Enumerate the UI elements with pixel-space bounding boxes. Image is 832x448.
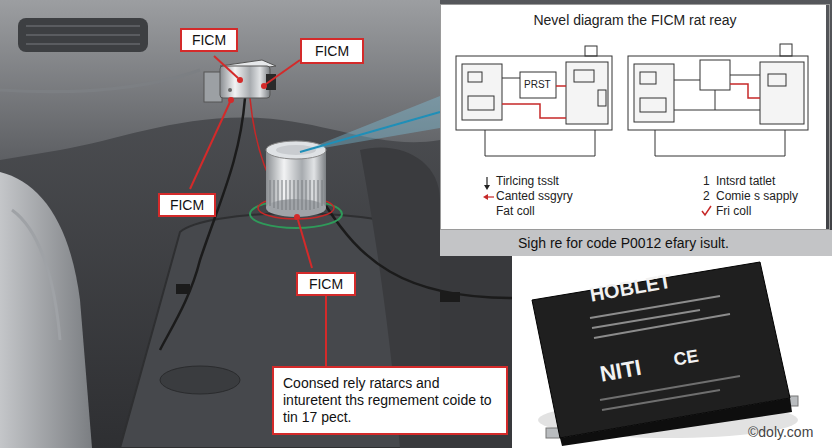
tag-text: FICM (192, 32, 226, 48)
schematic-left (468, 96, 494, 110)
interior-background (18, 18, 148, 52)
interior-background (26, 26, 140, 44)
part-label: PRST (524, 79, 551, 91)
callout-tag: FICM (180, 28, 238, 52)
wiring (440, 292, 460, 302)
schematic-right (640, 72, 656, 84)
legend-text: Canted ssgyry (496, 190, 573, 204)
schematic-left (502, 104, 566, 118)
schematic-right (768, 74, 786, 86)
relay-photo (512, 256, 832, 448)
callout-number: 2 (703, 190, 710, 204)
legend-text: Tirlcing tsslt (496, 175, 559, 189)
schematic-left (468, 72, 482, 82)
schematic-right (640, 98, 666, 112)
schematic-right (780, 44, 792, 56)
leader-lines (190, 102, 230, 189)
relay-module (228, 88, 232, 92)
diagram-panel (440, 4, 826, 230)
legend-text: Intsrd tatlet (716, 175, 775, 189)
legend-symbols (486, 177, 487, 186)
panel-title: Nevel diagram the FICM rat reay (441, 12, 829, 29)
schematic-right (655, 130, 785, 156)
schematic-right (628, 44, 808, 156)
watermark: ©doly.com (748, 424, 813, 440)
leader-lines (237, 77, 243, 83)
schematic-left (456, 56, 612, 130)
callout-tag: FICM (158, 193, 216, 217)
interior-background (12, 210, 60, 340)
interior-background (0, 70, 200, 92)
schematic-right (730, 84, 760, 98)
schematic-left (462, 64, 502, 120)
legend-text: Comie s sapply (716, 190, 798, 204)
cylinder-knob (270, 180, 322, 210)
relay-photo (512, 256, 832, 448)
callout-tag: FICM (296, 272, 356, 296)
grey-strip (440, 230, 832, 256)
legend-symbols (484, 185, 490, 190)
leader-lines (261, 83, 267, 89)
leader-lines (266, 60, 300, 84)
note-text: Coonsed rely ratarcs and inturetent ths … (283, 375, 497, 426)
schematic-left (566, 62, 608, 124)
wiring (176, 284, 190, 294)
schematic-left (598, 90, 606, 106)
tag-text: FICM (170, 197, 204, 213)
tag-text: FICM (315, 43, 349, 59)
schematic-right (674, 75, 760, 110)
legend-text: Fri coll (716, 205, 751, 219)
leader-lines (298, 220, 312, 268)
schematic-left (520, 72, 556, 98)
schematic-right (628, 56, 808, 130)
callout-tag: FICM (300, 38, 364, 64)
legend-symbols (702, 206, 711, 215)
grey-strip (440, 230, 832, 256)
diagram-panel (440, 4, 826, 230)
leader-lines (190, 56, 440, 268)
cylinder-knob (266, 141, 326, 159)
note-box: Coonsed rely ratarcs and inturetent ths … (272, 366, 508, 435)
legend-text: Fat coll (496, 205, 535, 219)
schematic-right (634, 64, 674, 122)
callout-number: 1 (703, 175, 710, 189)
relay-module (204, 60, 276, 102)
interior-background (160, 366, 240, 394)
tag-text: FICM (309, 276, 343, 292)
cert-marking: CE (672, 346, 700, 371)
leader-lines (300, 96, 440, 152)
leader-lines (214, 56, 238, 78)
schematic-right (760, 62, 804, 124)
relay-module (220, 66, 270, 98)
interior-background (0, 0, 440, 160)
leader-lines (294, 214, 300, 220)
schematic-left (485, 130, 595, 156)
schematic-left (556, 85, 566, 87)
interior-background (0, 172, 92, 448)
connector-line (325, 296, 327, 366)
schematic-right (700, 60, 730, 90)
wiring (160, 98, 245, 350)
schematic-left (585, 46, 597, 56)
schematic-left (574, 70, 594, 82)
legend-symbols (483, 194, 488, 200)
caption-note: Sigh re for code P0012 efary isult. (518, 235, 729, 251)
leader-lines (300, 112, 440, 152)
leader-lines (228, 97, 234, 103)
relay-module (204, 72, 222, 102)
schematic-left (502, 78, 520, 79)
cylinder-knob (250, 141, 342, 228)
schematic-left (456, 46, 612, 156)
